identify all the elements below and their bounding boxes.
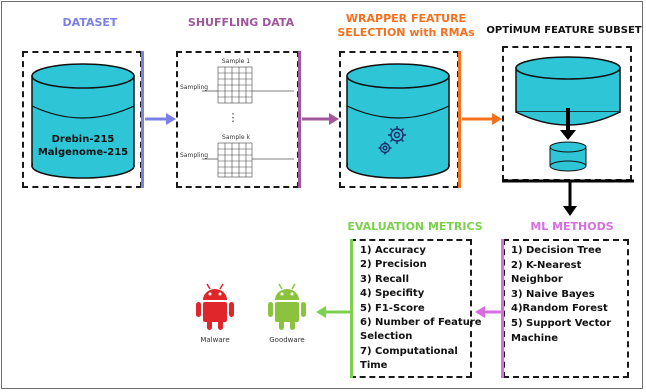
sampling-label-top: Sampling: [180, 84, 208, 91]
arrow-dataset-to-shuffling: [145, 113, 176, 125]
ml-item: 4)Random Forest: [511, 303, 608, 315]
arrow-wrapper-to-optimum: [462, 113, 502, 125]
optimum-subset-illustration: [502, 56, 634, 216]
metric-item: 1) Accuracy: [360, 245, 426, 256]
metric-item: Selection: [360, 331, 413, 343]
wrapper-title-line2: SELECTION with RMAs: [337, 26, 475, 39]
sample-k-grid: [217, 142, 253, 178]
metric-item: 4) Specifity: [360, 288, 425, 300]
ml-item: Machine: [511, 332, 559, 344]
down-arrow-to-ml-icon: [563, 181, 577, 216]
shuffling-bar: [298, 51, 301, 188]
metric-item: 5) F1-Score: [360, 302, 425, 314]
malware-label: Malware: [200, 336, 229, 344]
sampling-label-bottom: Sampling: [180, 152, 208, 159]
arrow-evaluation-to-output: [316, 306, 350, 318]
ml-item: 5) Support Vector: [511, 317, 612, 329]
android-goodware-icon: [268, 283, 306, 330]
shuffling-title: SHUFFLING DATA: [187, 16, 295, 29]
ellipsis-dots: ⋮: [228, 111, 239, 124]
wrapper-bar: [458, 51, 461, 188]
sample-k-label: Sample k: [222, 134, 250, 141]
wrapper-title-line1: WRAPPER FEATURE: [345, 12, 467, 25]
ml-methods-list: 1) Decision Tree 2) K-Nearest Neighbor 3…: [505, 241, 628, 349]
ml-bar: [501, 239, 504, 378]
wrapper-database-icon: [346, 63, 450, 179]
ml-methods-title: ML METHODS: [530, 220, 614, 233]
dataset-bar: [141, 51, 144, 188]
optimum-title: OPTİMUM FEATURE SUBSET: [486, 25, 642, 36]
metric-item: Time: [360, 360, 388, 372]
dataset-label-drebin: Drebin-215: [52, 134, 115, 145]
dataset-label-malgenome: Malgenome-215: [38, 147, 128, 158]
evaluation-box: [350, 239, 472, 378]
metric-item: 6) Number of Feature: [360, 317, 482, 329]
android-malware-icon: [196, 283, 234, 330]
shuffling-sampling-illustration: Sample 1 Sampling ⋮ Sample k Sampling: [180, 58, 294, 178]
arrow-ml-to-evaluation: [475, 306, 501, 318]
metric-item: 7) Computational: [360, 345, 458, 357]
dataset-database-icon: Drebin-215 Malgenome-215: [31, 63, 135, 179]
ml-methods-box: [503, 239, 629, 378]
output-classification-panel: Malware Goodware: [196, 283, 306, 344]
dataset-title: DATASET: [62, 16, 118, 29]
evaluation-title: EVALUATION METRICS: [347, 220, 483, 233]
metric-item: 3) Recall: [360, 273, 410, 285]
evaluation-metrics-list: 1) Accuracy 2) Precision 3) Recall 4) Sp…: [354, 241, 482, 377]
ml-item: Neighbor: [511, 274, 563, 286]
sample-1-grid: [217, 66, 253, 104]
shuffling-box: [176, 51, 299, 188]
ml-item: 1) Decision Tree: [511, 245, 602, 256]
goodware-label: Goodware: [269, 336, 304, 344]
gear-icon: [378, 126, 406, 155]
ml-item: 2) K-Nearest: [511, 259, 582, 271]
ml-item: 3) Naive Bayes: [511, 288, 595, 300]
arrow-shuffling-to-wrapper: [302, 113, 339, 125]
metric-item: 2) Precision: [360, 259, 427, 271]
down-arrow-icon: [560, 108, 576, 140]
evaluation-bar: [350, 239, 353, 378]
sample-1-label: Sample 1: [222, 58, 250, 65]
